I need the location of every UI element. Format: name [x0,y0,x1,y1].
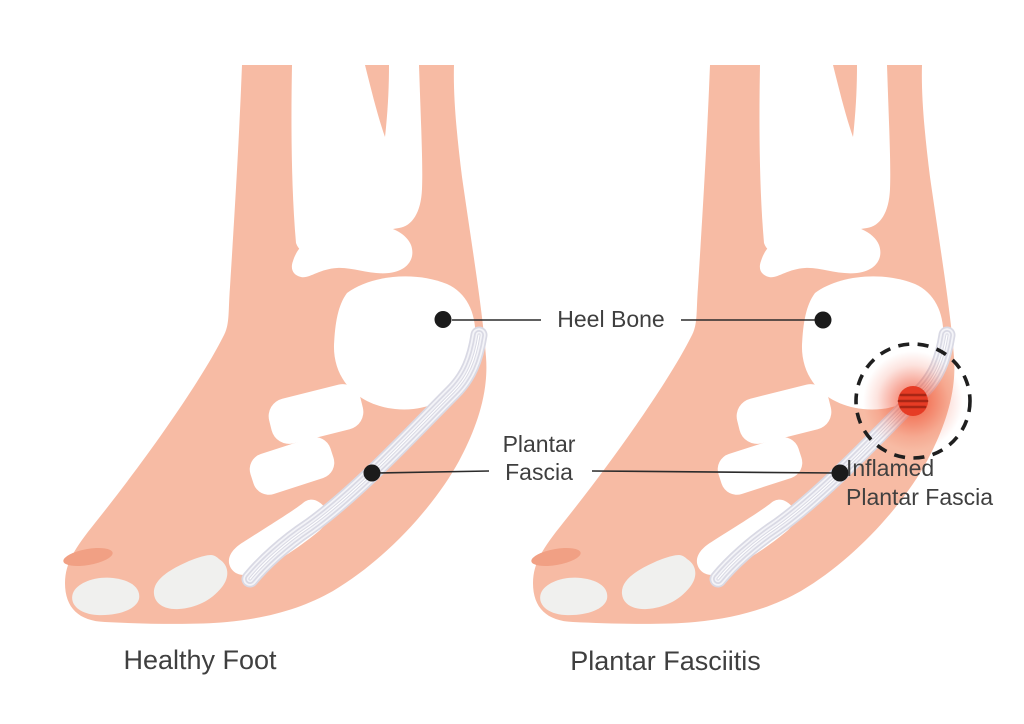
plantar-fascia-label: Plantar Fascia [483,431,595,486]
plantar-fascia-label-line1: Plantar [502,431,576,457]
heel-bone-label: Heel Bone [545,306,677,334]
plantar-fascia-label-line2: Fascia [505,458,573,485]
inflamed-label-line2: Plantar Fascia [846,484,994,510]
healthy-foot-illustration [55,65,495,645]
inflamed-plantar-fascia-label: Inflamed Plantar Fascia [846,454,1024,512]
heel-bone-label-text: Heel Bone [557,306,665,332]
healthy-foot-caption: Healthy Foot [123,645,277,675]
plantar-fasciitis-foot-illustration [523,65,972,645]
inflammation-dashed-ring [854,342,972,460]
inflammation-area [854,342,972,460]
inflamed-label-line1: Inflamed [846,455,935,481]
plantar-fasciitis-caption: Plantar Fasciitis [570,646,761,676]
